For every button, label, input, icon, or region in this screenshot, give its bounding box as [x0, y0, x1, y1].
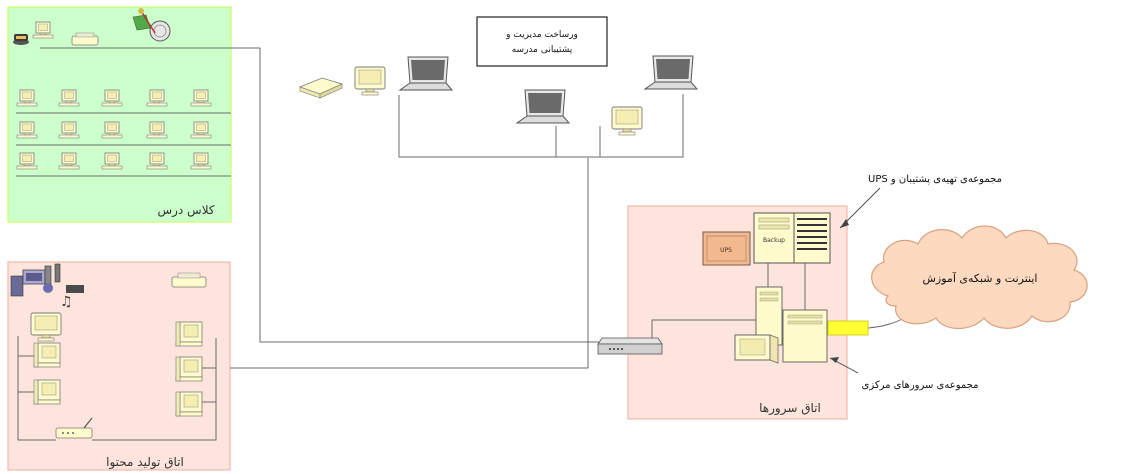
wire-classroom-trunk — [40, 47, 602, 343]
content-printer-icon — [171, 272, 207, 288]
multimedia-station-icon: ♫ — [10, 263, 84, 310]
wire-content-right — [92, 338, 217, 441]
tape-library-icon — [797, 218, 827, 250]
content-pc-icon — [33, 342, 61, 368]
content-router-icon — [55, 417, 93, 439]
classroom-pc-icon — [16, 121, 38, 139]
central-servers — [734, 286, 828, 364]
wire-content-left — [17, 336, 56, 441]
management-devices — [298, 55, 698, 136]
content-room-devices: ♫ — [10, 263, 207, 439]
wire-switch-to-servers — [651, 319, 760, 340]
management-laptop-icon — [516, 89, 570, 124]
network-wiring — [16, 47, 905, 441]
classroom-teacher-station — [13, 8, 171, 46]
scanner-icon — [298, 77, 344, 99]
internet-connector — [827, 320, 869, 336]
teacher-phone-icon — [13, 34, 29, 45]
content-pc-icon — [33, 379, 61, 405]
svg-text:♫: ♫ — [60, 294, 73, 310]
content-pc-icon — [175, 391, 203, 417]
classroom-pc-icon — [16, 152, 38, 170]
internet-cloud: اینترنت و شبکه‌ی آموزش — [871, 225, 1088, 330]
satellite-dish-icon — [132, 8, 171, 42]
classroom-pc-icon — [58, 152, 80, 170]
management-monitor-icon — [611, 106, 643, 136]
classroom-pc-icon — [58, 89, 80, 107]
internet-cloud-label: اینترنت و شبکه‌ی آموزش — [923, 271, 1038, 285]
wire-internet-link — [867, 317, 905, 329]
content-pc-icon — [175, 356, 203, 382]
management-box-frame — [476, 16, 608, 67]
classroom-zone-label: کلاس درس — [157, 203, 214, 218]
classroom-zone: کلاس درس — [7, 6, 232, 223]
management-laptop-icon — [644, 55, 698, 90]
classroom-pc-icon — [101, 89, 123, 107]
wire-management-bus — [398, 94, 684, 158]
management-laptop-icon — [399, 56, 453, 91]
management-line-2: پشتیبانی مدرسه — [512, 45, 573, 55]
network-switch-icon — [597, 337, 663, 355]
ups-unit-label: UPS — [720, 247, 732, 254]
management-monitor-icon — [354, 66, 386, 96]
ups-unit: UPS — [702, 231, 751, 266]
classroom-pc-icon — [146, 152, 168, 170]
classroom-pc-icon — [16, 89, 38, 107]
internet-cloud-shape — [871, 225, 1088, 330]
backup-callout-text: مجموعه‌ی تهیه‌ی پشتیبان و UPS — [868, 174, 1002, 185]
server-room-devices: UPS Backup — [597, 212, 869, 364]
classroom-pc-icon — [190, 152, 212, 170]
backup-callout-arrowhead — [840, 219, 849, 228]
classroom-pc-icon — [190, 121, 212, 139]
core-callout-arrowhead — [830, 357, 839, 363]
wire-content-trunk — [230, 158, 589, 369]
classroom-pc-icon — [146, 89, 168, 107]
teacher-printer-icon — [71, 32, 99, 46]
classroom-pc-icon — [146, 121, 168, 139]
content-room-zone-label: اتاق تولید محتوا — [106, 455, 184, 470]
content-pc-icon — [175, 321, 203, 347]
backup-server-rack: Backup — [753, 212, 831, 264]
teacher-pc-icon — [32, 21, 54, 39]
ups-unit-box — [702, 231, 751, 266]
classroom-pc-icon — [58, 121, 80, 139]
backup-device-label: Backup — [763, 237, 785, 244]
server-room-zone-label: اتاق سرورها — [759, 401, 821, 416]
core-servers-callout-text: مجموعه‌ی سرورهای مرکزی — [862, 380, 979, 391]
classroom-pc-icon — [101, 121, 123, 139]
management-box: ورساخت مدیریت و پشتیبانی مدرسه — [476, 16, 608, 67]
management-line-1: ورساخت مدیریت و — [505, 30, 578, 40]
classroom-zone-box — [7, 6, 232, 223]
classroom-pc-icon — [101, 152, 123, 170]
classroom-pc-icon — [190, 89, 212, 107]
